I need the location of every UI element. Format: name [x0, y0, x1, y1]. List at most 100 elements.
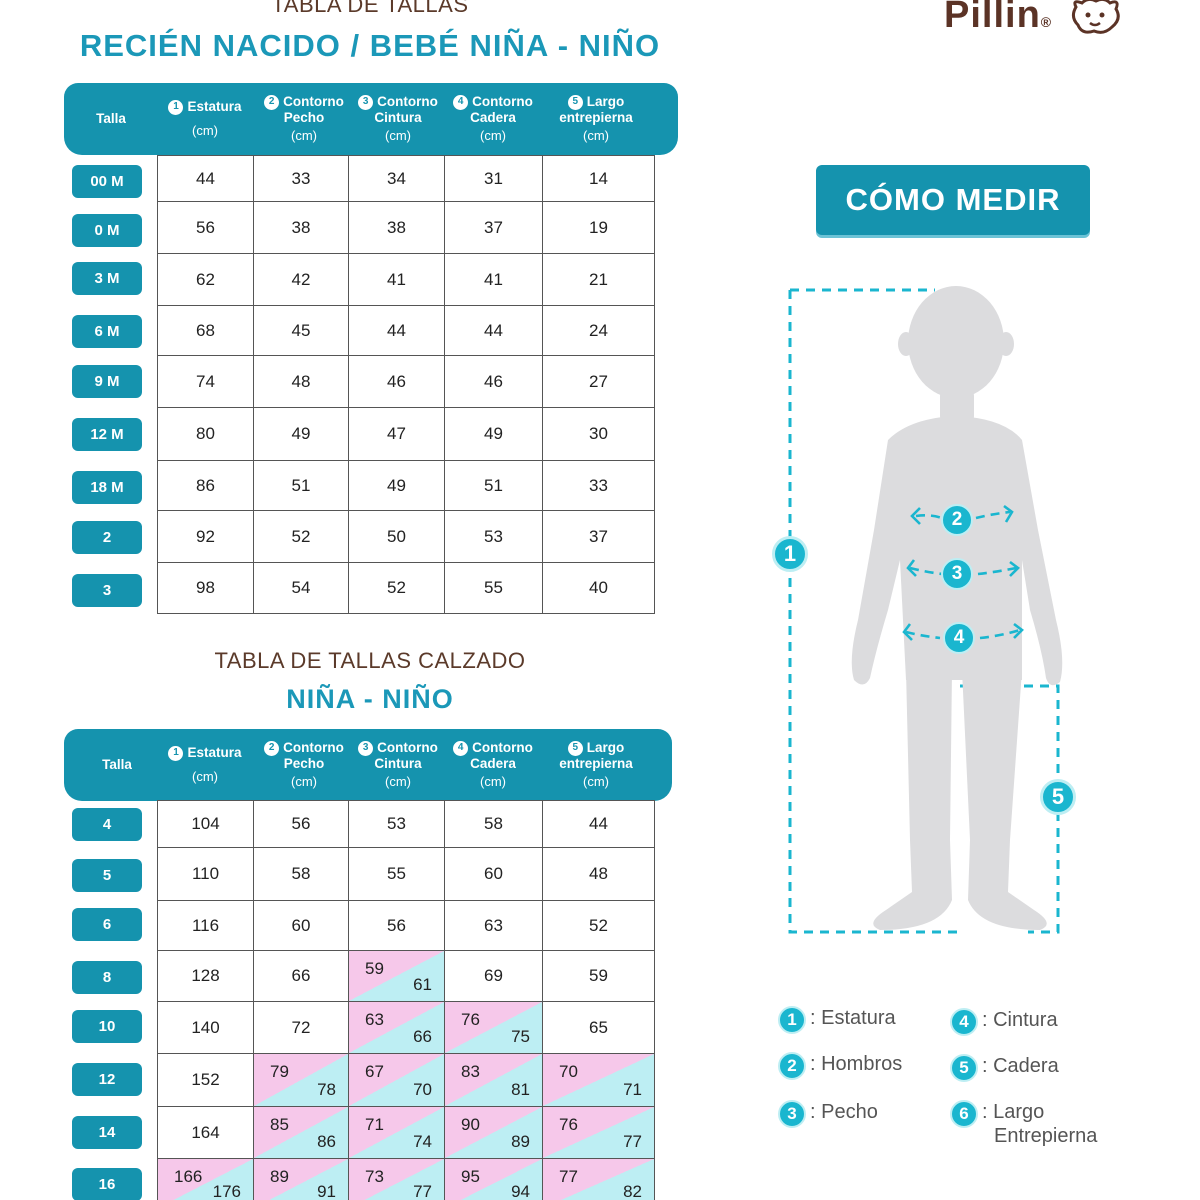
cell-value-nina: 73	[365, 1167, 384, 1186]
cell-cadera: 60	[445, 848, 543, 901]
cell-cadera: 53	[445, 511, 543, 563]
cell-entrepierna: 21	[543, 254, 655, 306]
cell-value-nina: 85	[270, 1115, 289, 1134]
cell-pecho: 51	[254, 461, 349, 511]
cell-cintura: 53	[349, 801, 445, 848]
cell-cadera: 51	[445, 461, 543, 511]
cell-cintura: 49	[349, 461, 445, 511]
cell-cintura: 38	[349, 202, 445, 254]
cell-value-nino: 86	[317, 1132, 336, 1151]
child-silhouette-icon	[851, 286, 1063, 930]
cell-estatura: 92	[158, 511, 254, 563]
cell-estatura: 74	[158, 356, 254, 408]
cell-cadera: 69	[445, 951, 543, 1002]
cell-pecho: 49	[254, 408, 349, 461]
cell-cadera: 31	[445, 156, 543, 202]
cell-pecho: 72	[254, 1002, 349, 1054]
cell-value-nina: 90	[461, 1115, 480, 1134]
cell-entrepierna: 44	[543, 801, 655, 848]
marker-entrepierna: 5	[1040, 779, 1076, 815]
number-badge-icon: 2	[264, 94, 280, 110]
talla-pill: 18 M	[72, 471, 142, 504]
cell-cintura: 59 61	[349, 951, 445, 1002]
cell-value-nina: 76	[461, 1010, 480, 1029]
estatura-dashed-outline	[788, 288, 960, 934]
cell-pecho: 56	[254, 801, 349, 848]
cell-cintura: 34	[349, 156, 445, 202]
how-to-measure-button[interactable]: CÓMO MEDIR	[816, 165, 1090, 235]
legend-item: 4: Cintura	[950, 1008, 1058, 1036]
measure-arrows	[905, 510, 1021, 640]
brand-logo: Pillin®	[944, 0, 1124, 37]
cell-pecho: 66	[254, 951, 349, 1002]
cell-cintura: 50	[349, 511, 445, 563]
cell-value-nino: 70	[413, 1080, 432, 1099]
cell-entrepierna: 24	[543, 306, 655, 356]
cell-value-nino: 176	[212, 1182, 241, 1200]
marker-cadera: 4	[943, 622, 975, 654]
talla-pill: 6 M	[72, 315, 142, 348]
cell-entrepierna: 37	[543, 511, 655, 563]
cell-cadera: 37	[445, 202, 543, 254]
cell-estatura: 86	[158, 461, 254, 511]
cell-cadera: 90 89	[445, 1107, 543, 1159]
cell-estatura: 62	[158, 254, 254, 306]
cell-cadera: 41	[445, 254, 543, 306]
talla-pill: 4	[72, 808, 142, 841]
cell-entrepierna: 40	[543, 563, 655, 614]
number-badge-icon: 1	[168, 99, 184, 115]
cell-value-nino: 78	[317, 1080, 336, 1099]
cell-cadera: 63	[445, 901, 543, 951]
cell-estatura: 44	[158, 156, 254, 202]
cell-entrepierna: 48	[543, 848, 655, 901]
cell-entrepierna: 65	[543, 1002, 655, 1054]
cell-value-nino: 81	[511, 1080, 530, 1099]
cell-pecho: 54	[254, 563, 349, 614]
cell-value-nina: 59	[365, 959, 384, 978]
talla-pill: 8	[72, 961, 142, 994]
table1-title: RECIÉN NACIDO / BEBÉ NIÑA - NIÑO	[79, 28, 661, 63]
cell-cintura: 47	[349, 408, 445, 461]
table2-title: NIÑA - NIÑO	[286, 684, 454, 714]
cell-value-nina: 83	[461, 1062, 480, 1081]
cell-pecho: 45	[254, 306, 349, 356]
cell-cintura: 56	[349, 901, 445, 951]
header-talla: Talla	[102, 757, 132, 772]
cell-value-nino: 61	[413, 975, 432, 994]
cell-entrepierna: 19	[543, 202, 655, 254]
number-badge-icon: 4	[453, 740, 469, 756]
cell-cadera: 46	[445, 356, 543, 408]
cell-value-nina: 89	[270, 1167, 289, 1186]
cell-value-nino: 89	[511, 1132, 530, 1151]
cell-estatura: 166 176	[158, 1159, 254, 1200]
cell-value-nina: 166	[174, 1167, 203, 1186]
table2-kicker: TABLA DE TALLAS CALZADO	[214, 648, 526, 673]
cell-entrepierna: 33	[543, 461, 655, 511]
